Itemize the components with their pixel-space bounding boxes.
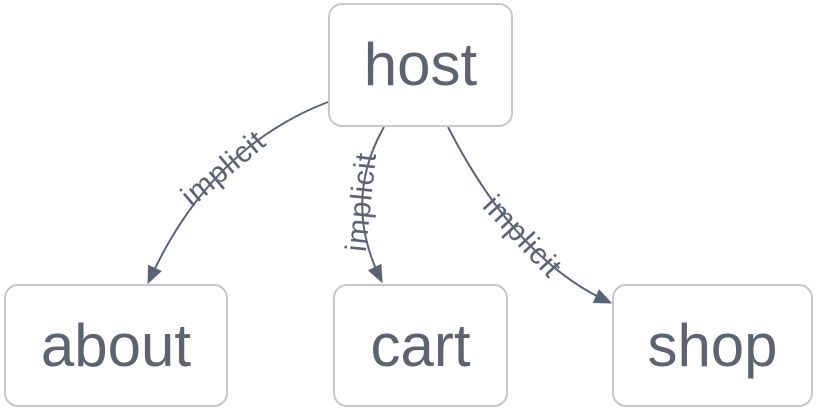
node-host-label: host bbox=[363, 31, 478, 98]
edge-host-cart bbox=[361, 126, 385, 284]
edge-host-shop bbox=[447, 126, 613, 304]
node-about[interactable]: about bbox=[4, 284, 228, 407]
node-host[interactable]: host bbox=[328, 3, 513, 127]
node-cart-label: cart bbox=[370, 311, 471, 379]
node-shop[interactable]: shop bbox=[612, 284, 813, 407]
node-about-label: about bbox=[40, 311, 192, 379]
node-shop-label: shop bbox=[647, 311, 778, 379]
node-cart[interactable]: cart bbox=[333, 284, 508, 407]
edge-host-about bbox=[147, 101, 329, 285]
